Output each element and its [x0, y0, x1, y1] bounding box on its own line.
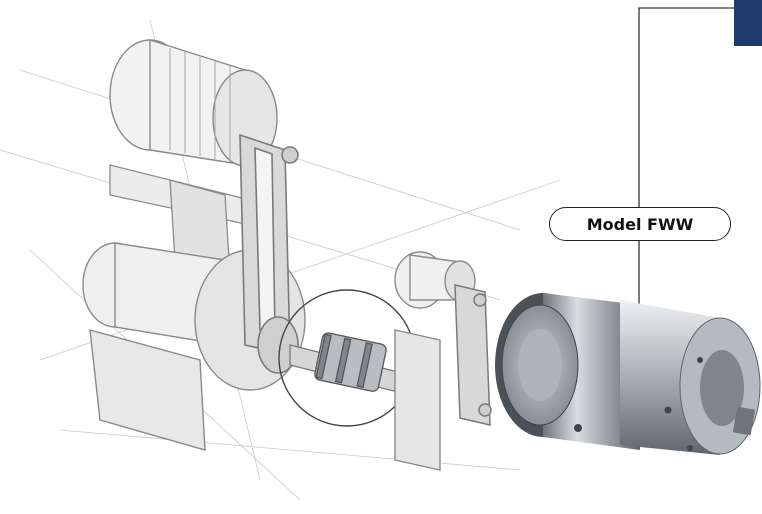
callout-line [638, 7, 734, 305]
sketch-belt-right [454, 284, 492, 426]
sketch-belt-left [239, 133, 299, 374]
coupling-photo [495, 293, 761, 455]
sketch-motor-right [394, 251, 476, 471]
model-label: Model FWW [549, 207, 731, 241]
corner-tab [734, 0, 762, 46]
sketch-frame [109, 164, 251, 276]
sketch-coupling [314, 332, 387, 392]
